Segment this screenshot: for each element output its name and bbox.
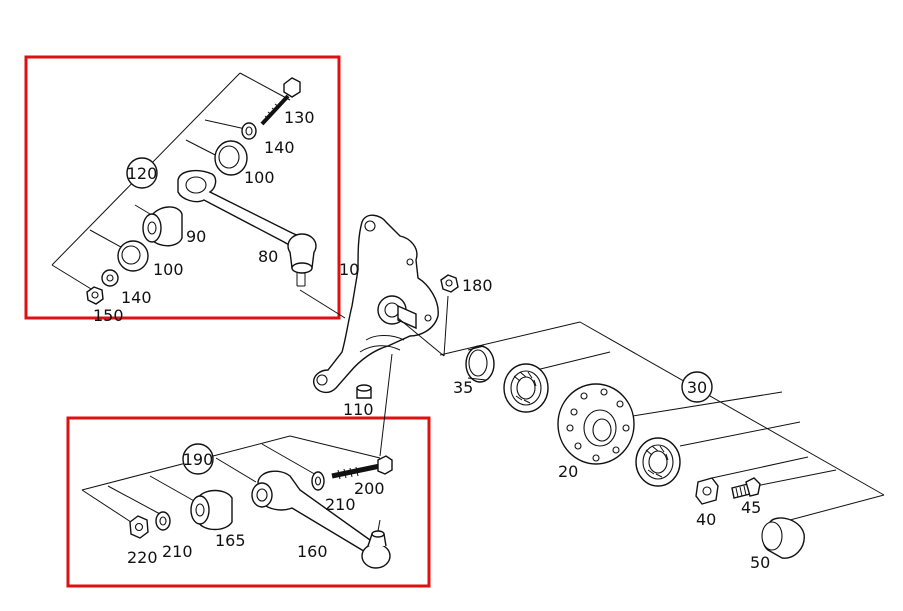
bolt-200 [331,455,393,480]
bearing-30-inner [503,363,549,413]
label-160: 160 [297,542,328,561]
callout-circle-120 [126,157,158,189]
washer-210-left [155,511,171,531]
label-110: 110 [343,400,374,419]
label-210-left: 210 [162,542,193,561]
screw-45 [731,477,761,499]
grease-cap-50 [761,517,805,559]
bushing-100-lower-upperarm [117,240,149,272]
callout-circle-190 [182,443,214,475]
label-140-lower: 140 [121,288,152,307]
label-120: 120 [127,164,158,183]
label-90: 90 [186,227,206,246]
hub-group-leaders [439,321,885,521]
label-80: 80 [258,247,278,266]
label-150: 150 [93,306,124,325]
clamp-nut-40 [695,477,719,505]
lower-arm-highlight-box [66,416,431,588]
label-100-upper: 100 [244,168,275,187]
nut-220 [129,515,149,539]
steering-knuckle-10 [313,214,439,394]
label-50: 50 [750,553,770,572]
label-130: 130 [284,108,315,127]
label-140-upper: 140 [264,138,295,157]
label-45: 45 [741,498,761,517]
knuckle-leaders [379,295,449,457]
bushing-110 [356,384,372,399]
label-20: 20 [558,462,578,481]
label-100-lower: 100 [153,260,184,279]
label-220: 220 [127,548,158,567]
bushing-165 [190,489,233,531]
label-40: 40 [696,510,716,529]
bolt-130 [260,77,301,126]
upper-arm-highlight-box [24,55,341,320]
nut-150 [86,286,104,305]
label-190: 190 [183,450,214,469]
label-200: 200 [354,479,385,498]
control-arm-160 [251,470,391,569]
washer-140-upper [241,122,257,140]
label-165: 165 [215,531,246,550]
label-30: 30 [687,378,707,397]
seal-35 [465,345,495,383]
nut-180 [440,274,459,293]
washer-140-lower [101,269,119,287]
washer-210-right [311,471,325,491]
bushing-90 [142,206,183,247]
bushing-100-upper [214,140,248,176]
label-35: 35 [453,378,473,397]
wheel-hub-20 [557,383,635,465]
label-210-right: 210 [325,495,356,514]
label-180: 180 [462,276,493,295]
callout-circle-30 [681,371,713,403]
control-arm-80 [177,169,317,287]
label-10: 10 [339,260,359,279]
bearing-30-outer [635,437,681,487]
